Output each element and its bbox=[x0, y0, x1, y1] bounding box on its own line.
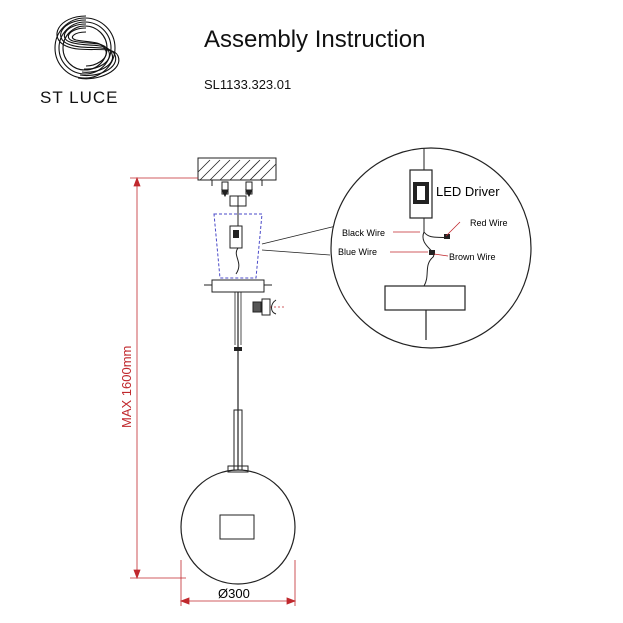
height-dimension bbox=[130, 176, 198, 580]
st-luce-logo bbox=[38, 10, 133, 110]
diameter-label: Ø300 bbox=[218, 586, 250, 601]
diameter-dimension bbox=[179, 560, 297, 606]
mounting-screws bbox=[211, 180, 263, 198]
led-driver-label: LED Driver bbox=[436, 184, 500, 199]
set-screw bbox=[252, 298, 286, 316]
glass-globe bbox=[180, 465, 296, 585]
detail-magnifier bbox=[330, 147, 532, 349]
canopy bbox=[204, 195, 272, 293]
ceiling bbox=[197, 157, 277, 181]
height-label: MAX 1600mm bbox=[119, 346, 134, 428]
suspension-rod bbox=[233, 292, 243, 471]
page-title: Assembly Instruction bbox=[204, 26, 426, 53]
brand-name: ST LUCE bbox=[40, 88, 119, 107]
brown-wire-label: Brown Wire bbox=[449, 252, 496, 262]
black-wire-label: Black Wire bbox=[342, 228, 385, 238]
model-code: SL1133.323.01 bbox=[204, 77, 292, 92]
red-wire-label: Red Wire bbox=[470, 218, 508, 228]
blue-wire-label: Blue Wire bbox=[338, 247, 377, 257]
